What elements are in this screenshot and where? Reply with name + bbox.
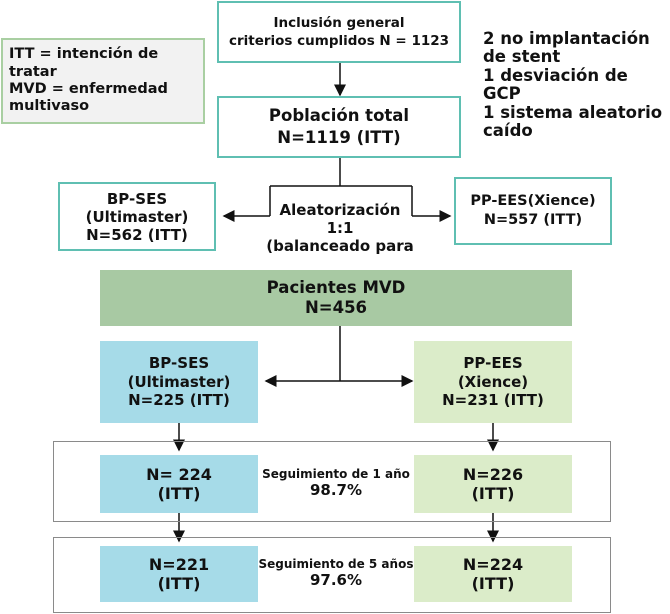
mvd-right-line-1: PP-EES: [463, 353, 523, 372]
left-arm-line-3: N=562 (ITT): [86, 225, 188, 244]
followup-1-year-frame: [53, 441, 611, 522]
mvd-left-box: BP-SES (Ultimaster) N=225 (ITT): [100, 341, 258, 423]
legend-line-multivaso: multivaso: [9, 98, 90, 115]
left-arm-line-1: BP-SES: [106, 189, 168, 208]
exclusion-line-5: 1 sistema aleatorio: [483, 102, 663, 122]
fu5-right-line-2: (ITT): [471, 574, 515, 593]
fu5-percent: 97.6%: [309, 570, 363, 589]
fu1-percent: 98.7%: [309, 480, 363, 499]
mvd-right-line-2: (Xience): [457, 372, 529, 391]
legend-line-mvd: MVD = enfermedad: [9, 81, 168, 97]
randomization-text: Aleatorización 1:1 (balanceado para: [262, 201, 418, 255]
fu1-right-line-1: N=226: [462, 464, 524, 484]
population-box: Población total N=1119 (ITT): [217, 96, 461, 158]
fu5-right-box: N=224 (ITT): [414, 546, 572, 602]
fu5-left-line-1: N=221: [148, 554, 210, 574]
fu5-left-box: N=221 (ITT): [100, 546, 258, 602]
fu1-right-box: N=226 (ITT): [414, 455, 572, 513]
legend-line-itt: ITT = intención de tratar: [9, 46, 159, 80]
fu5-left-line-2: (ITT): [157, 574, 201, 593]
mvd-right-line-3: N=231 (ITT): [442, 391, 544, 410]
fu1-center-text: Seguimiento de 1 año 98.7%: [258, 467, 414, 499]
fu1-left-line-2: (ITT): [157, 484, 201, 503]
mvd-left-line-2: (Ultimaster): [127, 372, 231, 391]
exclusion-line-4: GCP: [483, 84, 521, 104]
left-arm-box: BP-SES (Ultimaster) N=562 (ITT): [58, 182, 216, 251]
exclusions-text: 2 no implantación de stent 1 desviación …: [483, 29, 668, 141]
inclusion-line-2: criterios cumplidos N = 1123: [228, 33, 450, 49]
fu1-left-line-1: N= 224: [146, 464, 212, 484]
followup-5-year-frame: [53, 537, 611, 613]
mvd-patients-box: Pacientes MVD N=456: [100, 270, 572, 326]
right-arm-line-1: PP-EES(Xience): [470, 193, 596, 210]
fu1-left-box: N= 224 (ITT): [100, 455, 258, 513]
fu5-center-text: Seguimiento de 5 años 97.6%: [258, 557, 414, 589]
fu1-right-line-2: (ITT): [471, 484, 515, 503]
randomization-line-2: 1:1: [326, 219, 354, 237]
population-line-1: Población total: [268, 105, 410, 125]
fu5-right-line-1: N=224: [462, 554, 524, 574]
fu5-label: Seguimiento de 5 años: [258, 557, 414, 571]
inclusion-box: Inclusión general criterios cumplidos N …: [217, 1, 461, 63]
exclusion-line-2: de stent: [483, 47, 561, 67]
randomization-line-3: (balanceado para: [266, 237, 414, 255]
mvd-left-line-3: N=225 (ITT): [128, 391, 230, 410]
right-arm-box: PP-EES(Xience) N=557 (ITT): [454, 177, 612, 245]
mvd-right-box: PP-EES (Xience) N=231 (ITT): [414, 341, 572, 423]
legend-box: ITT = intención de tratar MVD = enfermed…: [1, 38, 205, 124]
exclusion-line-6: caído: [483, 121, 533, 141]
inclusion-line-1: Inclusión general: [273, 14, 405, 31]
exclusion-line-1: 2 no implantación: [483, 29, 650, 48]
randomization-line-1: Aleatorización: [279, 201, 401, 219]
fu1-label: Seguimiento de 1 año: [262, 467, 410, 481]
mvd-line-1: Pacientes MVD: [266, 278, 406, 298]
mvd-line-2: N=456: [304, 298, 368, 317]
right-arm-line-2: N=557 (ITT): [483, 212, 583, 228]
exclusion-line-3: 1 desviación de: [483, 65, 628, 85]
population-line-2: N=1119 (ITT): [277, 128, 401, 147]
left-arm-line-2: (Ultimaster): [85, 207, 189, 226]
mvd-left-line-1: BP-SES: [148, 353, 210, 372]
